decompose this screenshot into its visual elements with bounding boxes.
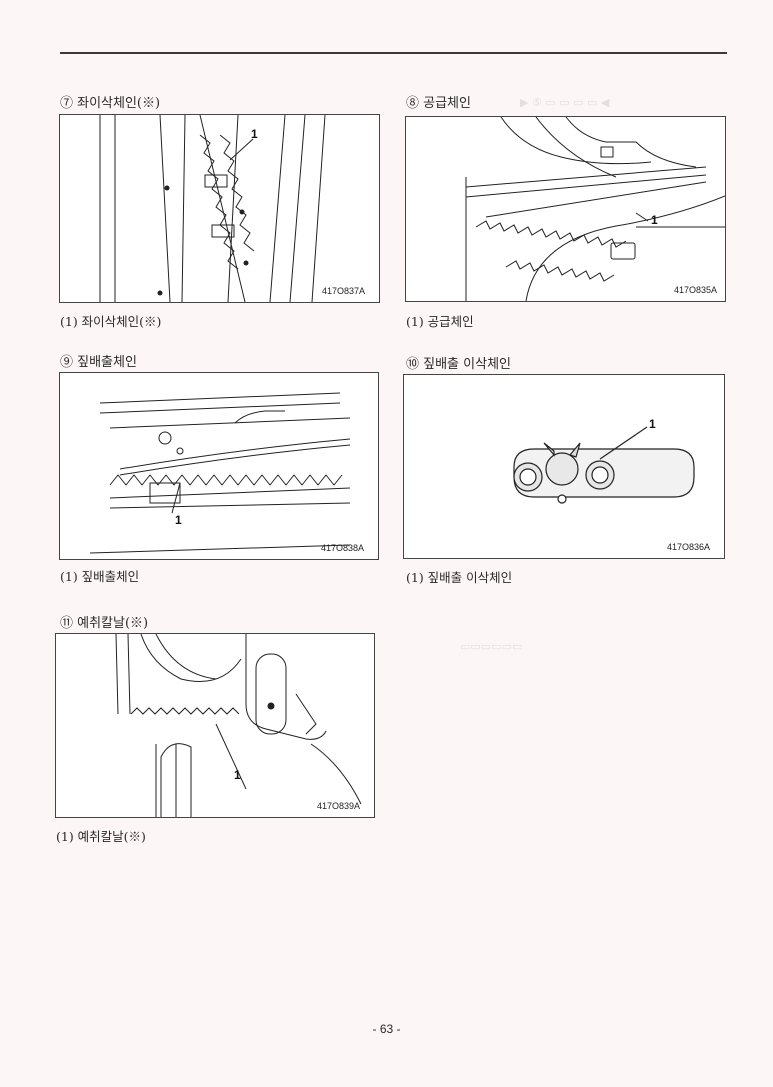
figure-code: 417O838A <box>320 543 364 553</box>
section-heading-straw-chain: ⑨ 짚배출체인 <box>60 355 137 370</box>
page-number: - 63 - <box>372 1022 401 1036</box>
section-heading-cutting-blade: ⑪ 예취칼날(※) <box>60 616 149 631</box>
cutting-blade-illustration <box>115 634 362 817</box>
figure-supply-chain: 1 417O835A <box>405 116 726 302</box>
figure-code: 417O835A <box>673 285 717 295</box>
left-chain-illustration <box>99 115 326 302</box>
callout-number: 1 <box>649 417 656 431</box>
figure-code: 417O839A <box>316 801 360 811</box>
header-rule <box>60 52 727 54</box>
callout-number: 1 <box>234 768 241 782</box>
bleed-through-text: ▶ ⑤ ▭ ▭ ▭ ▭ ◀ <box>520 96 610 109</box>
figure-straw-chain: 1 417O838A <box>59 372 379 560</box>
figure-code: 417O837A <box>321 286 365 296</box>
section-heading-left-chain: ⑦ 좌이삭체인(※) <box>60 96 161 111</box>
figure-cutting-blade: 1 417O839A <box>55 633 375 818</box>
figure-left-chain: 1 417O837A <box>59 114 380 303</box>
section-heading-straw-grain-chain: ⑩ 짚배출 이삭체인 <box>406 357 511 372</box>
supply-chain-illustration <box>465 117 725 301</box>
figure-caption: (1) 짚배출 이삭체인 <box>406 570 513 585</box>
bleed-through-text: ▭▭▭▭▭▭ <box>460 640 523 653</box>
figure-code: 417O836A <box>666 542 710 552</box>
callout-number: 1 <box>651 213 658 227</box>
callout-number: 1 <box>251 127 258 141</box>
figure-caption: (1) 공급체인 <box>406 314 474 329</box>
callout-number: 1 <box>175 513 182 527</box>
figure-caption: (1) 예취칼날(※) <box>56 829 146 844</box>
figure-straw-grain-chain: 1 417O836A <box>403 374 725 559</box>
straw-chain-illustration <box>89 392 351 554</box>
figure-caption: (1) 좌이삭체인(※) <box>60 314 162 329</box>
straw-grain-chain-illustration <box>513 426 695 504</box>
figure-caption: (1) 짚배출체인 <box>60 569 140 584</box>
section-heading-supply-chain: ⑧ 공급체인 <box>406 96 471 111</box>
